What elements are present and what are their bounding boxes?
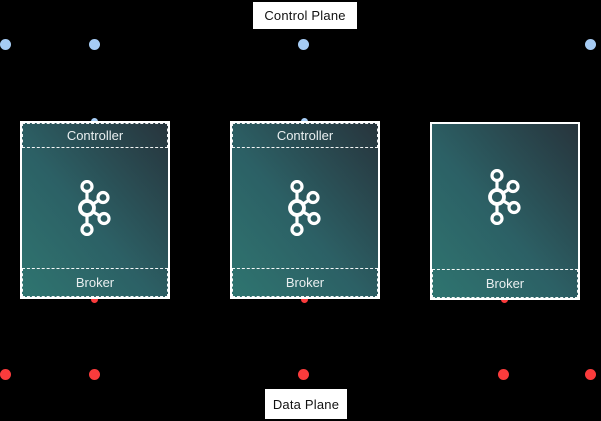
node-broker-port-dot — [91, 296, 98, 303]
broker-section: Broker — [432, 269, 578, 298]
control-bus-dot — [585, 39, 596, 50]
controller-label: Controller — [276, 128, 334, 143]
control-bus-dot — [298, 39, 309, 50]
kafka-logo-icon — [488, 168, 521, 225]
control-bus-dot — [89, 39, 100, 50]
data-bus-dot — [89, 369, 100, 380]
data-bus-dot — [298, 369, 309, 380]
logo-area — [432, 124, 578, 269]
broker-label: Broker — [485, 276, 525, 291]
kafka-node: Broker — [430, 122, 580, 300]
kafka-node: Controller Broker — [20, 121, 170, 299]
control-plane-label: Control Plane — [253, 2, 357, 29]
data-bus-dot — [585, 369, 596, 380]
broker-section: Broker — [22, 268, 168, 297]
kafka-logo-icon — [288, 180, 321, 236]
data-plane-label: Data Plane — [265, 389, 347, 419]
controller-section: Controller — [232, 123, 378, 148]
node-broker-port-dot — [301, 296, 308, 303]
control-bus-dot — [0, 39, 11, 50]
logo-area — [232, 148, 378, 268]
controller-label: Controller — [66, 128, 124, 143]
data-bus-dot — [0, 369, 11, 380]
controller-section: Controller — [22, 123, 168, 148]
logo-area — [22, 148, 168, 268]
kafka-logo-icon — [78, 180, 111, 236]
kafka-node: Controller Broker — [230, 121, 380, 299]
broker-label: Broker — [285, 275, 325, 290]
broker-label: Broker — [75, 275, 115, 290]
data-bus-dot — [498, 369, 509, 380]
broker-section: Broker — [232, 268, 378, 297]
